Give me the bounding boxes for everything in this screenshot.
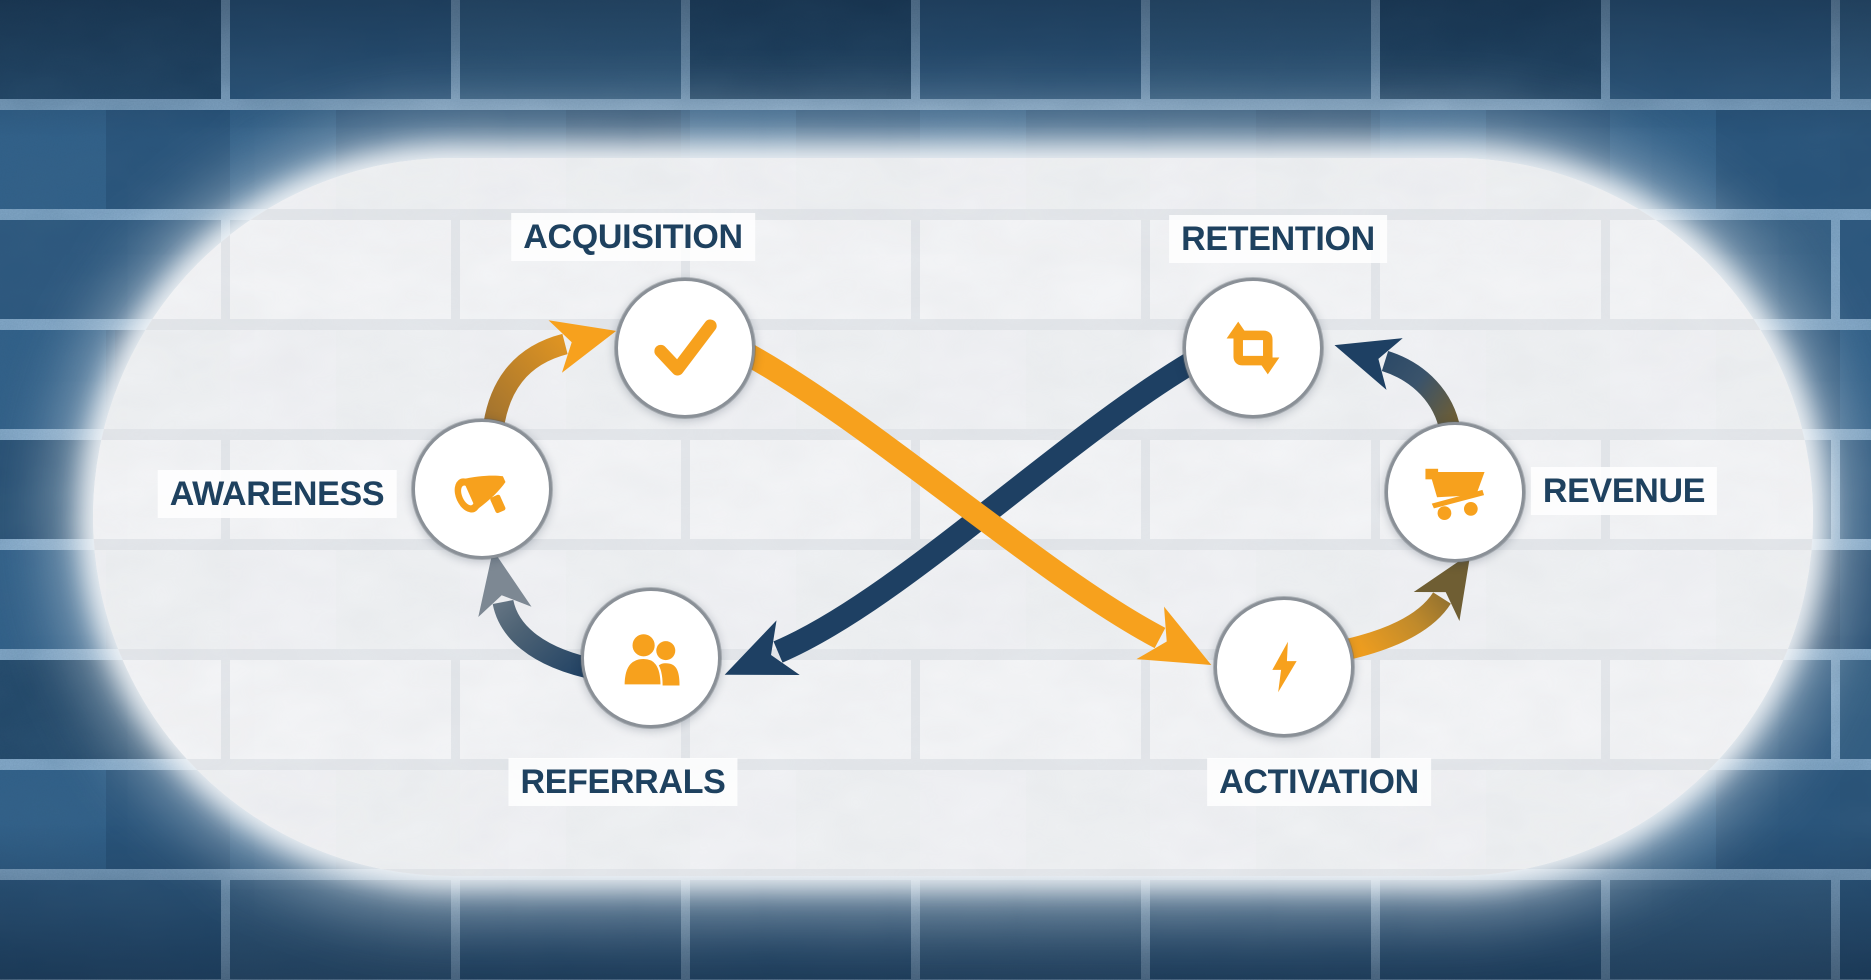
arrow-acquisition-to-activation [734, 339, 1212, 665]
repeat-icon [1226, 321, 1280, 375]
check-icon [654, 319, 717, 376]
node-circle-referrals [581, 588, 721, 728]
node-circle-acquisition [615, 278, 755, 418]
megaphone-icon [454, 475, 506, 514]
node-circle-revenue [1385, 422, 1525, 562]
people-icon [622, 632, 680, 687]
node-circle-awareness [412, 419, 552, 559]
arrow-revenue-to-retention [1334, 338, 1461, 433]
node-label-retention: RETENTION [1169, 215, 1387, 263]
node-label-revenue: REVENUE [1530, 467, 1718, 515]
arrow-referrals-to-awareness [478, 550, 601, 681]
node-circle-retention [1183, 278, 1323, 418]
node-label-activation: ACTIVATION [1207, 758, 1431, 806]
arrow-activation-to-revenue [1342, 553, 1471, 661]
node-label-acquisition: ACQUISITION [511, 213, 755, 261]
lightning-icon [1272, 641, 1297, 693]
node-label-referrals: REFERRALS [508, 758, 738, 806]
node-label-awareness: AWARENESS [157, 470, 397, 518]
cart-icon [1425, 468, 1485, 520]
node-circle-activation [1214, 597, 1354, 737]
